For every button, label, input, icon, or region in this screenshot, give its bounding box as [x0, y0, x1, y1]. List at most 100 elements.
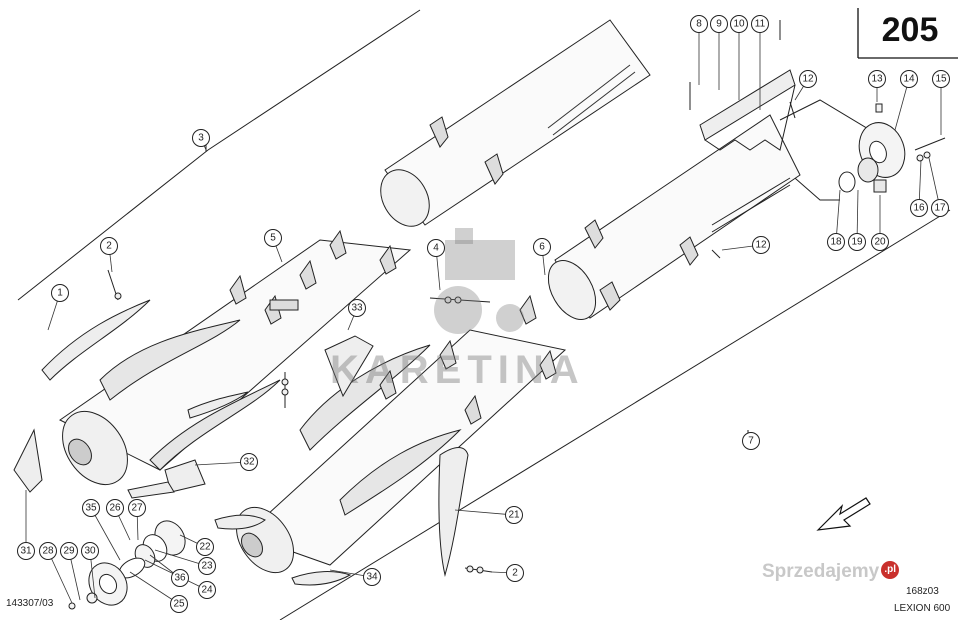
callout-label-35: 35: [85, 503, 97, 514]
callout-circle-33: [348, 299, 366, 317]
callout-circle-1: [51, 284, 69, 302]
callout-label-14: 14: [903, 74, 915, 85]
callout-circle-28: [39, 542, 57, 560]
callout-label-1: 1: [57, 288, 63, 299]
direction-arrow: [816, 497, 871, 531]
callout-label-12-b: 12: [755, 240, 767, 251]
callout-circle-36: [171, 569, 189, 587]
callout-circle-2-b: [506, 564, 524, 582]
callout-circle-26: [106, 499, 124, 517]
callout-label-16: 16: [913, 203, 925, 214]
callout-label-18: 18: [830, 237, 842, 248]
callout-circle-24: [198, 581, 216, 599]
callout-circle-22: [196, 538, 214, 556]
callout-label-29: 29: [63, 546, 75, 557]
callout-label-5: 5: [270, 233, 276, 244]
callout-circle-12-b: [752, 236, 770, 254]
watermark-tractor-logo: [434, 228, 524, 334]
callout-circle-18: [827, 233, 845, 251]
brand-watermark: Sprzedajemy.pl: [762, 561, 900, 583]
callout-label-9: 9: [716, 19, 722, 30]
callout-label-17: 17: [934, 203, 946, 214]
callout-circle-17: [931, 199, 949, 217]
callout-circle-23: [198, 557, 216, 575]
callout-label-21: 21: [508, 510, 520, 521]
callout-circle-15: [932, 70, 950, 88]
callout-label-25: 25: [173, 599, 185, 610]
callout-circle-25: [170, 595, 188, 613]
brand-watermark-text: Sprzedajemy: [762, 561, 880, 582]
callout-circle-3: [192, 129, 210, 147]
callout-label-32: 32: [243, 457, 255, 468]
callout-circle-11: [751, 15, 769, 33]
callout-circle-10: [730, 15, 748, 33]
callout-circle-32: [240, 453, 258, 471]
leader-line-25: [129, 571, 180, 605]
callout-label-2: 2: [106, 241, 112, 252]
callout-circle-4: [427, 239, 445, 257]
callout-label-36: 36: [174, 573, 186, 584]
model-label: LEXION 600: [894, 603, 951, 614]
callout-label-22: 22: [199, 542, 211, 553]
page-number-frame: [857, 8, 958, 59]
callout-label-19: 19: [851, 237, 863, 248]
callout-label-26: 26: [109, 503, 121, 514]
callout-label-3: 3: [198, 133, 204, 144]
callout-circle-7: [742, 432, 760, 450]
callout-circle-34: [363, 568, 381, 586]
callout-label-23: 23: [201, 561, 213, 572]
callout-circle-20: [871, 233, 889, 251]
callout-label-12: 12: [802, 74, 814, 85]
callout-circle-19: [848, 233, 866, 251]
watermark-text: KARETINA: [330, 348, 585, 392]
page-number: 205: [881, 11, 939, 49]
callout-label-13: 13: [871, 74, 883, 85]
leader-line-28: [47, 550, 73, 604]
callout-label-30: 30: [84, 546, 96, 557]
bolts: [107, 20, 796, 574]
callout-label-7: 7: [748, 436, 754, 447]
callout-circle-27: [128, 499, 146, 517]
callout-circle-2: [100, 237, 118, 255]
brand-badge: .pl: [881, 561, 900, 579]
callout-circle-21: [505, 506, 523, 524]
callout-label-10: 10: [733, 19, 745, 30]
callout-circle-6: [533, 238, 551, 256]
callout-circle-14: [900, 70, 918, 88]
callout-label-11: 11: [755, 19, 766, 30]
callout-circle-5: [264, 229, 282, 247]
leader-line-21: [454, 509, 515, 516]
callout-label-20: 20: [874, 237, 886, 248]
bearing-set: [68, 520, 186, 610]
callout-label-31: 31: [20, 546, 32, 557]
upper-drum: [380, 19, 651, 227]
leader-line-23: [154, 549, 208, 567]
drawing-ref-left: 143307/03: [6, 598, 54, 609]
callout-circle-29: [60, 542, 78, 560]
callout-label-8: 8: [696, 19, 702, 30]
callout-circle-12: [799, 70, 817, 88]
lower-auger: [13, 294, 567, 586]
callout-circle-8: [690, 15, 708, 33]
callout-label-33: 33: [351, 303, 363, 314]
callout-label-27: 27: [131, 503, 143, 514]
callout-circle-16: [910, 199, 928, 217]
drawing-ref-right: 168z03: [906, 586, 939, 597]
leader-line-32: [194, 461, 250, 466]
leader-line-35: [90, 507, 121, 561]
callout-circle-35: [82, 499, 100, 517]
callout-circle-13: [868, 70, 886, 88]
callout-circle-30: [81, 542, 99, 560]
callout-label-28: 28: [42, 546, 54, 557]
callout-label-6: 6: [539, 242, 545, 253]
callout-label-34: 34: [366, 572, 378, 583]
callout-label-2-b: 2: [512, 568, 518, 579]
right-drum: [547, 69, 801, 320]
hub-assembly: [838, 103, 946, 193]
callout-circle-31: [17, 542, 35, 560]
callout-label-4: 4: [433, 243, 439, 254]
left-auger: [41, 229, 412, 485]
callout-label-24: 24: [201, 585, 213, 596]
